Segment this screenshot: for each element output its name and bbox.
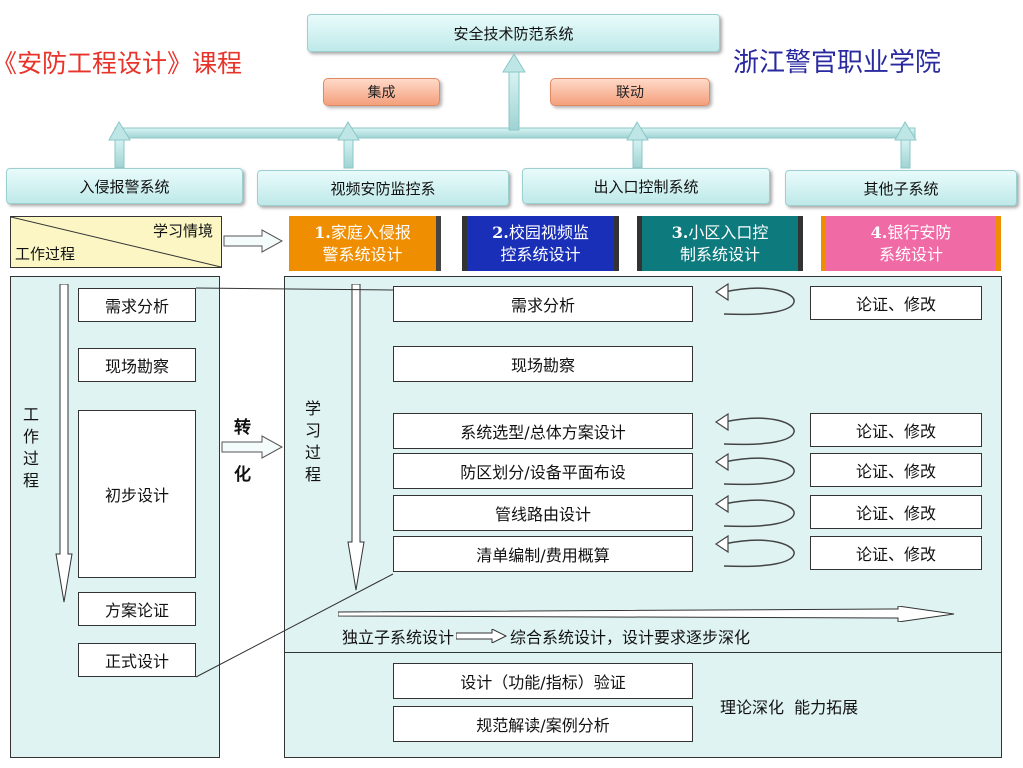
extension-validation: 设计（功能/指标）验证	[393, 663, 693, 699]
scenario-4-num: 4.	[870, 222, 888, 242]
transform-char-2: 化	[234, 465, 251, 485]
work-step-requirements: 需求分析	[78, 288, 196, 322]
scenario-3-num: 3.	[671, 222, 689, 242]
work-step-preliminary-design: 初步设计	[78, 410, 196, 578]
top-system-box: 安全技术防范系统	[307, 14, 720, 52]
course-title: 《安防工程设计》课程	[0, 49, 243, 78]
learning-process-char-3: 过	[304, 443, 321, 462]
learn-step-requirements: 需求分析	[393, 286, 693, 322]
subsystem-intrusion-alarm: 入侵报警系统	[6, 168, 243, 204]
work-process-vertical-label: 工 作 过 程	[20, 404, 42, 492]
progression-start: 独立子系统设计	[342, 628, 455, 647]
scenario-4: 4.银行安防系统设计	[821, 216, 1001, 271]
scenario-3: 3.小区入口控制系统设计	[637, 216, 803, 271]
transform-arrow	[221, 435, 284, 459]
progression-arrow	[338, 606, 955, 622]
learn-step-system-selection: 系统选型/总体方案设计	[393, 413, 693, 449]
work-process-char-2: 作	[22, 427, 39, 446]
scenario-1-line2: 警系统设计	[322, 244, 403, 264]
work-step-scheme-review: 方案论证	[78, 592, 196, 626]
feedback-box-1: 论证、修改	[810, 286, 982, 320]
learning-process-char-2: 习	[304, 421, 321, 440]
corner-label-scenario: 学习情境	[152, 222, 213, 240]
progression-rest: 综合系统设计，设计要求逐步深化	[510, 628, 751, 647]
linkage-box: 联动	[550, 78, 710, 106]
work-process-char-1: 工	[22, 405, 39, 424]
learning-process-char-4: 程	[304, 465, 321, 484]
work-process-char-4: 程	[22, 471, 39, 490]
feedback-box-2: 论证、修改	[810, 413, 982, 447]
subsystem-others: 其他子系统	[785, 170, 1017, 206]
extension-divider	[284, 652, 1002, 653]
subsystem-video-surveillance: 视频安防监控系	[257, 170, 509, 206]
learn-step-cost-estimate: 清单编制/费用概算	[393, 536, 693, 572]
hierarchy-connectors	[108, 53, 917, 169]
scenario-1-num: 1.	[314, 222, 331, 242]
subsystem-access-control: 出入口控制系统	[522, 168, 770, 204]
learning-process-vertical-label: 学 习 过 程	[302, 398, 324, 486]
feedback-loop-arrows	[714, 282, 795, 568]
feedback-box-3: 论证、修改	[810, 453, 982, 487]
extension-label: 理论深化 能力拓展	[720, 698, 859, 717]
work-step-site-survey: 现场勘察	[78, 348, 196, 382]
scenario-2-line1: 校园视频监	[508, 222, 589, 242]
learning-process-down-arrow	[347, 284, 365, 591]
learn-step-cable-routing: 管线路由设计	[393, 495, 693, 531]
progression-inline-arrow	[456, 629, 508, 643]
extension-case-study: 规范解读/案例分析	[393, 706, 693, 742]
transform-char-1: 转	[234, 418, 251, 438]
scenario-3-line1: 小区入口控	[688, 222, 769, 242]
scenario-3-line2: 制系统设计	[679, 244, 760, 264]
learning-process-char-1: 学	[304, 399, 321, 418]
corner-arrow	[223, 229, 284, 253]
corner-label-work-process: 工作过程	[15, 245, 76, 263]
learn-step-site-survey: 现场勘察	[393, 346, 693, 382]
institution-name: 浙江警官职业学院	[733, 48, 942, 78]
scenario-2-num: 2.	[492, 222, 509, 242]
progression-text: 独立子系统设计 综合系统设计，设计要求逐步深化	[342, 624, 750, 648]
scenario-2: 2.校园视频监控系统设计	[462, 216, 619, 271]
feedback-box-4: 论证、修改	[810, 495, 982, 529]
integration-box: 集成	[323, 78, 440, 106]
scenario-4-line1: 银行安防	[887, 222, 952, 242]
work-process-down-arrow	[55, 284, 73, 603]
corner-header-cell: 学习情境 工作过程	[10, 216, 222, 268]
work-step-formal-design: 正式设计	[78, 643, 196, 677]
scenario-4-line2: 系统设计	[878, 244, 943, 264]
scenario-1: 1.家庭入侵报警系统设计	[289, 216, 441, 271]
feedback-box-5: 论证、修改	[810, 536, 982, 570]
scenario-1-line1: 家庭入侵报	[330, 222, 411, 242]
scenario-2-line2: 控系统设计	[500, 244, 581, 264]
corner-diagonal	[11, 217, 221, 267]
work-process-char-3: 过	[22, 449, 39, 468]
learn-step-zone-layout: 防区划分/设备平面布设	[393, 453, 693, 489]
